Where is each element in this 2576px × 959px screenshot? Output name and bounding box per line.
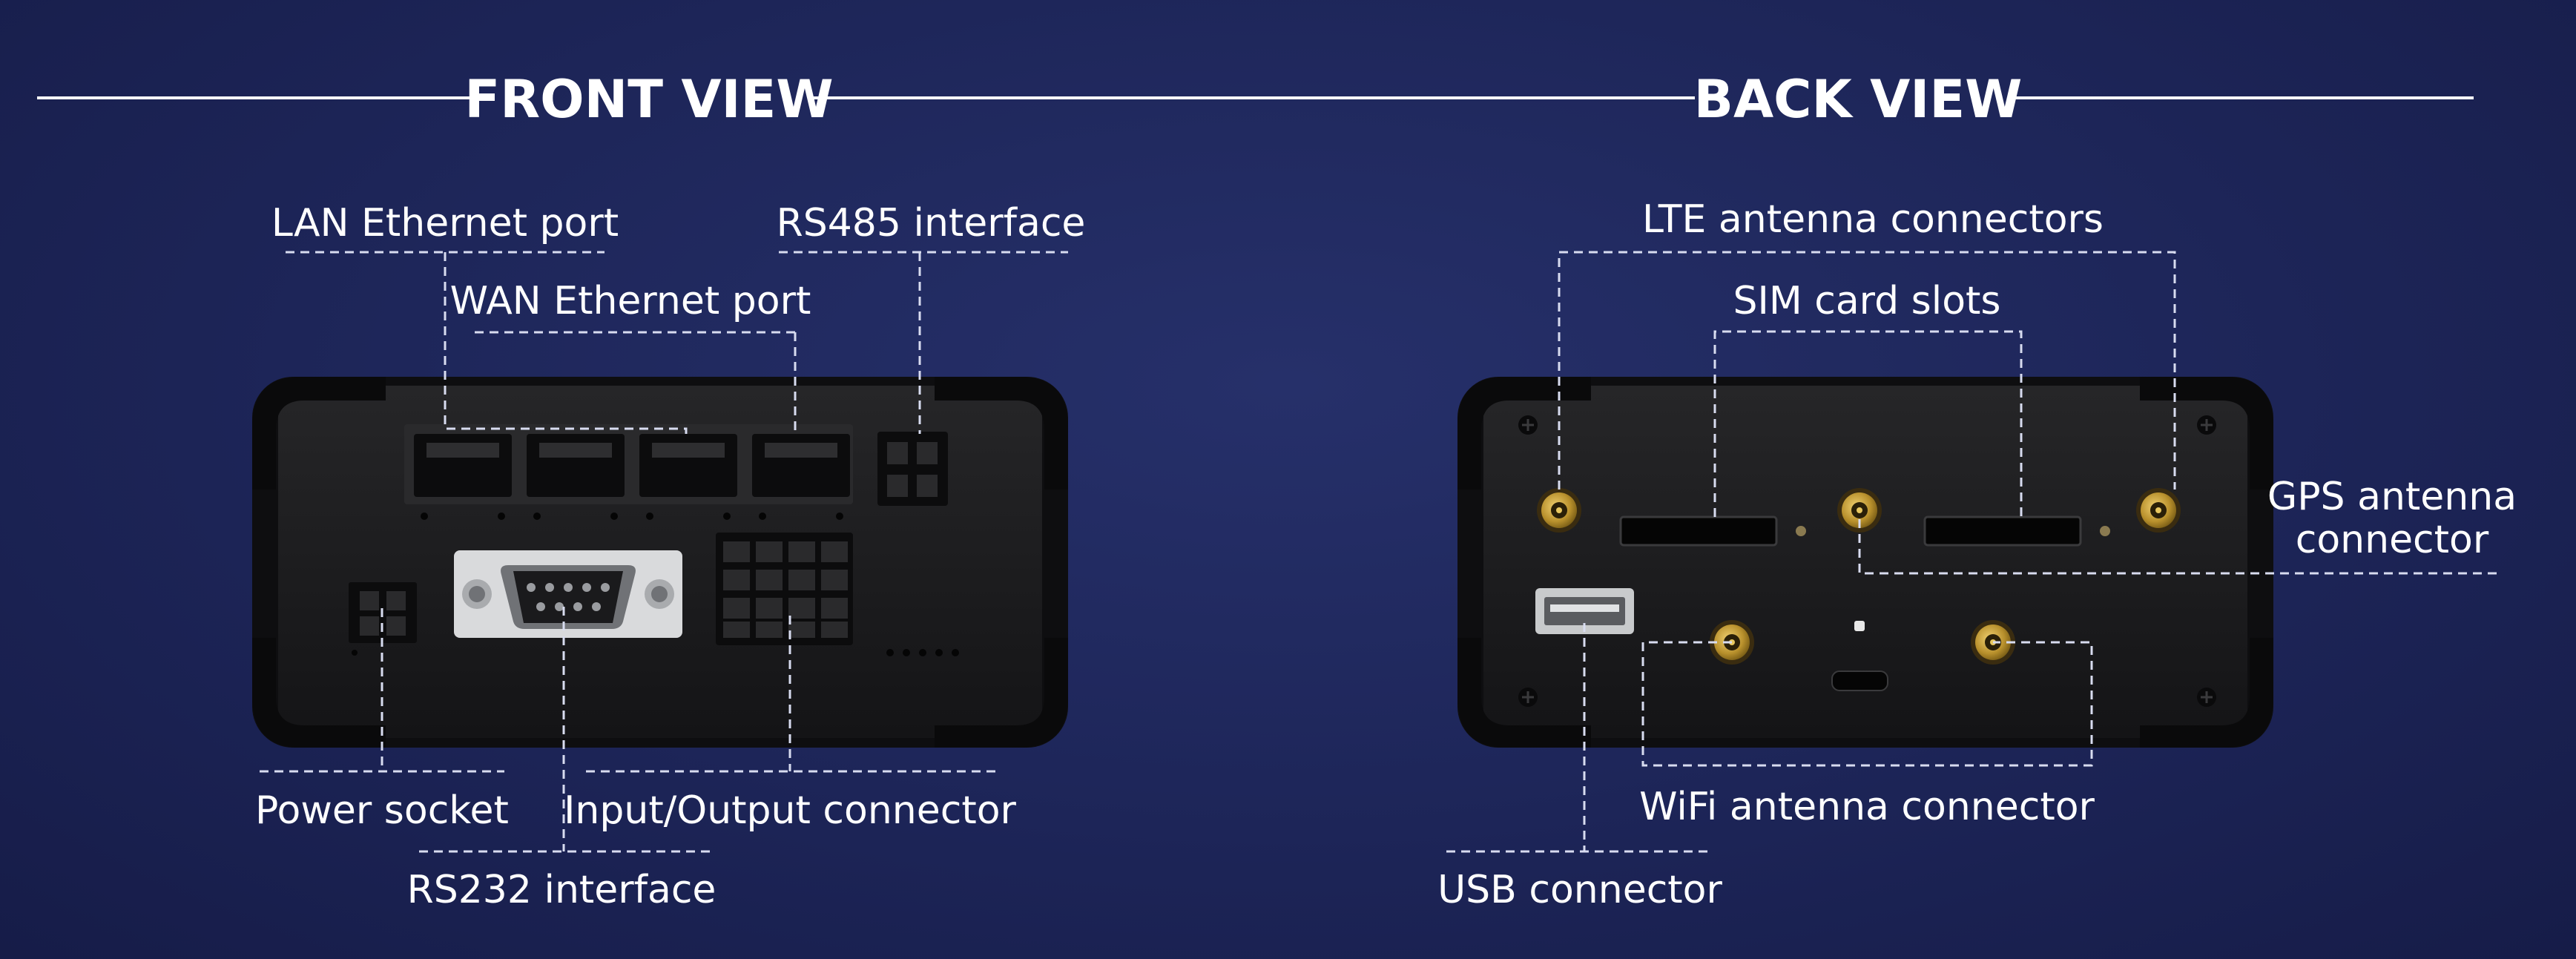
- power-socket-label: Power socket: [255, 788, 509, 833]
- front-bumper-bottom-left: [252, 638, 386, 748]
- ethernet-block: [404, 424, 853, 504]
- front-bumper-top-left: [252, 377, 386, 490]
- wifi-antenna-connector-label: WiFi antenna connector: [1639, 785, 2095, 829]
- wan-ethernet-port-label: WAN Ethernet port: [450, 279, 811, 323]
- rs485-interface-label: RS485 interface: [777, 201, 1086, 245]
- sim-leader: [1713, 330, 2023, 517]
- front-device: [252, 377, 1068, 748]
- back-bumper-bottom-right: [2140, 638, 2273, 748]
- screw-bottom-left: [1518, 688, 1538, 707]
- back-bumper-bottom-left: [1457, 638, 1591, 748]
- gps-antenna-connector: [2136, 488, 2181, 533]
- wifi-leader: [1641, 641, 2093, 767]
- ethernet-port-2: [527, 434, 625, 497]
- usb-connector: [1535, 588, 1634, 634]
- gps-leader: [1858, 519, 2500, 575]
- ethernet-port-1: [414, 434, 512, 497]
- lte-antenna-connector-2: [1837, 488, 1882, 533]
- front-leader-lines: [260, 251, 1068, 853]
- screw-top-left: [1518, 415, 1538, 435]
- power-socket: [349, 582, 417, 643]
- gps-antenna-label-line1: GPS antenna: [2267, 475, 2517, 519]
- rs232-interface-label: RS232 interface: [407, 868, 717, 912]
- sim-card-slots-label: SIM card slots: [1733, 279, 2000, 323]
- back-view-heading: BACK VIEW: [1694, 69, 2474, 130]
- lte-leader: [1558, 251, 2176, 490]
- status-indicator: [1854, 621, 1865, 631]
- back-device: [1457, 377, 2273, 748]
- micro-port: [1831, 670, 1888, 691]
- front-view-title: FRONT VIEW: [464, 69, 833, 130]
- gps-antenna-label-line2: connector: [2296, 518, 2489, 562]
- front-bumper-top-right: [935, 377, 1068, 490]
- back-device-body: [1483, 386, 2247, 738]
- lan-ethernet-port-label: LAN Ethernet port: [271, 201, 619, 245]
- sim-card-slot-2: [1923, 515, 2082, 547]
- usb-connector-label: USB connector: [1437, 868, 1722, 912]
- back-leader-lines: [1446, 251, 2500, 853]
- rs232-db9-connector: [454, 550, 682, 638]
- ethernet-port-3: [639, 434, 737, 497]
- back-bumper-top-right: [2140, 377, 2273, 490]
- screw-top-right: [2197, 415, 2216, 435]
- back-bumper-top-left: [1457, 377, 1591, 490]
- front-bumper-bottom-right: [935, 638, 1068, 748]
- sim-card-slot-1: [1619, 515, 1778, 547]
- lte-antenna-connector-1: [1537, 488, 1581, 533]
- lan-leader: [444, 252, 688, 434]
- ethernet-port-4: [752, 434, 850, 497]
- status-leds: [886, 649, 959, 656]
- back-view-title: BACK VIEW: [1694, 69, 2023, 130]
- input-output-connector-label: Input/Output connector: [564, 788, 1016, 833]
- rs485-connector: [877, 432, 948, 506]
- screw-bottom-right: [2197, 688, 2216, 707]
- lte-antenna-connectors-label: LTE antenna connectors: [1642, 197, 2104, 242]
- io-connector: [716, 533, 853, 645]
- front-view-heading: FRONT VIEW: [37, 69, 1695, 130]
